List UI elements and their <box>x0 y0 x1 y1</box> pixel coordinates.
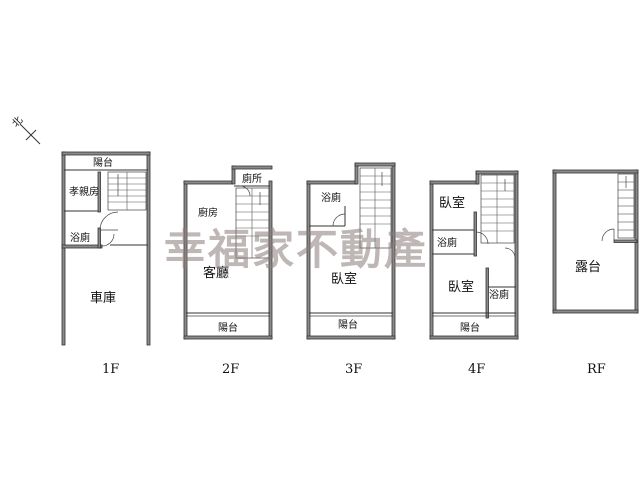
room-label: 陽台 <box>218 321 238 334</box>
north-arrow-icon: 北 <box>10 114 41 145</box>
stairs-icon <box>480 174 515 244</box>
room-label: 浴廁 <box>437 236 457 249</box>
floor-label: 2F <box>222 362 239 377</box>
room-label: 陽台 <box>93 156 113 169</box>
stairs-icon <box>235 187 270 259</box>
room-label: 車庫 <box>90 291 116 306</box>
floor-label: 3F <box>345 362 362 377</box>
room-label: 臥室 <box>448 279 474 295</box>
room-label: 廁所 <box>242 172 262 185</box>
room-label: 臥室 <box>331 271 357 287</box>
stairs-icon <box>617 173 635 239</box>
floor-1f: 陽台 孝親房 浴廁 車庫 1F <box>61 151 151 377</box>
floor-rf: 露台 RF <box>552 169 639 377</box>
room-label: 露台 <box>575 260 601 275</box>
floor-2f: 廚房 廁所 客廳 陽台 2F <box>183 165 273 377</box>
room-label: 孝親房 <box>69 185 99 198</box>
room-label: 廚房 <box>198 206 218 219</box>
room-label: 客廳 <box>203 265 229 281</box>
floor-4f: 臥室 浴廁 臥室 浴廁 陽台 4F <box>429 170 519 377</box>
room-label: 臥室 <box>439 195 465 211</box>
floor-label: 1F <box>102 362 119 377</box>
watermark: 幸福家不動產 <box>164 225 428 274</box>
room-label: 浴廁 <box>489 288 509 301</box>
stairs-icon <box>107 171 147 211</box>
room-label: 陽台 <box>460 321 480 334</box>
room-label: 浴廁 <box>321 191 341 204</box>
floor-3f: 浴廁 臥室 陽台 3F <box>306 162 396 377</box>
floor-label: 4F <box>468 362 485 377</box>
room-label: 陽台 <box>338 318 358 331</box>
room-label: 浴廁 <box>70 231 90 244</box>
floor-label: RF <box>587 362 606 377</box>
stairs-icon <box>359 167 392 249</box>
